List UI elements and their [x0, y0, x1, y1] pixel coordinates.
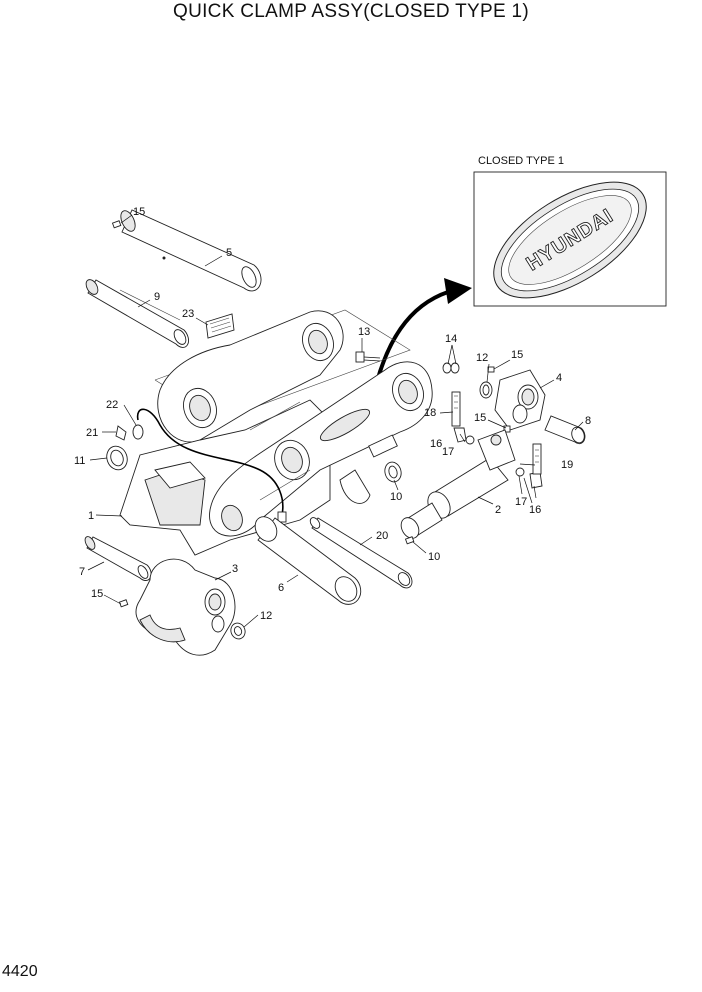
callout-14: 14 [445, 333, 457, 345]
part-16-17-elbow-left [453, 427, 475, 445]
part-8-pin [544, 415, 586, 445]
page-title: QUICK CLAMP ASSY(CLOSED TYPE 1) [173, 1, 529, 22]
inset-label: CLOSED TYPE 1 [478, 155, 564, 167]
callout-15-top: 15 [133, 206, 145, 218]
part-9-pin [85, 279, 189, 348]
part-18-hose [451, 391, 461, 427]
callout-16-left: 16 [430, 438, 442, 450]
page-number: 4420 [2, 963, 38, 980]
inset-closed-type-1: CLOSED TYPE 1 HYUNDAI [473, 155, 667, 307]
callout-12-upper: 12 [476, 352, 488, 364]
part-2-hydraulic-cylinder [400, 429, 516, 539]
part-14-fittings [442, 362, 460, 374]
callout-13: 13 [358, 326, 370, 338]
callout-16-right: 16 [529, 504, 541, 516]
part-20-rod [309, 517, 413, 589]
callout-15-lower: 15 [91, 588, 103, 600]
part-10-ring-upper [384, 461, 402, 483]
callout-17-right: 17 [515, 496, 527, 508]
callout-5: 5 [226, 247, 232, 259]
part-11-snap-ring [106, 445, 128, 471]
part-7-pin [84, 536, 152, 581]
callout-23: 23 [182, 308, 194, 320]
callout-15-cylinder: 15 [474, 412, 486, 424]
part-4-clevis [494, 369, 546, 431]
callout-10-lower: 10 [428, 551, 440, 563]
callout-15-right: 15 [511, 349, 523, 361]
part-6-big-pin [254, 516, 362, 605]
part-21-clip [115, 425, 127, 441]
callout-4: 4 [556, 372, 562, 384]
callout-22: 22 [106, 399, 118, 411]
callout-7: 7 [79, 566, 85, 578]
callout-19: 19 [561, 459, 573, 471]
leader-lines [87, 214, 584, 628]
callout-1: 1 [88, 510, 94, 522]
part-22-cable [132, 424, 144, 440]
callout-10-upper: 10 [390, 491, 402, 503]
part-12-ring-upper [479, 381, 493, 399]
callout-21: 21 [86, 427, 98, 439]
part-23-label-plate [205, 313, 235, 339]
callout-9: 9 [154, 291, 160, 303]
callout-labels: 15 5 9 23 13 14 12 15 4 8 18 15 16 17 19… [74, 206, 591, 622]
emblem-plate: HYUNDAI [493, 181, 647, 299]
callout-20: 20 [376, 530, 388, 542]
part-10-nipple-lower [404, 536, 415, 545]
part-15-grease-nipple-top [111, 220, 122, 229]
part-5-pin [120, 209, 262, 292]
part-15-grease-nipple-right [487, 366, 495, 373]
part-1-main-frame [119, 310, 433, 556]
callout-11: 11 [74, 455, 85, 467]
part-3-hook-block [135, 558, 236, 656]
part-12-ring-lower [230, 622, 246, 640]
callout-6: 6 [278, 582, 284, 594]
callout-8: 8 [585, 415, 591, 427]
callout-12-lower: 12 [260, 610, 272, 622]
callout-18: 18 [424, 407, 436, 419]
part-15-grease-nipple-lower [118, 599, 129, 608]
callout-17-left: 17 [442, 446, 454, 458]
part-15-grease-nipple-cylinder [503, 425, 511, 433]
part-19-hose [532, 443, 542, 475]
callout-3: 3 [232, 563, 238, 575]
part-13-bolt [355, 351, 381, 363]
callout-2: 2 [495, 504, 501, 516]
